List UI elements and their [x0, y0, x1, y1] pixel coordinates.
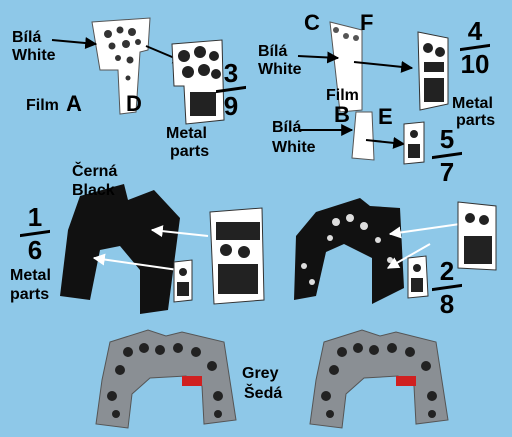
label-e: E — [378, 104, 393, 129]
label-a: A — [66, 91, 82, 116]
arrow-metal-to-black-1 — [150, 225, 209, 238]
film-panel-ad — [91, 17, 151, 115]
fraction-1-6-bottom: 6 — [27, 235, 43, 265]
label-b: B — [334, 102, 350, 127]
arrow-metal-to-black-3 — [388, 223, 461, 239]
label-d: D — [126, 91, 142, 116]
black-panel-1 — [60, 184, 180, 314]
metal-panel-3 — [171, 39, 225, 125]
film-panel-be — [351, 111, 375, 161]
metal-panel-small-right — [407, 255, 429, 299]
label-parts-tl: parts — [170, 143, 210, 160]
fraction-2-8-top: 2 — [439, 256, 455, 286]
arrow-metal-to-black-2 — [92, 253, 179, 271]
label-bila-tr: Bílá — [258, 43, 288, 60]
label-parts-ml: parts — [10, 286, 50, 303]
label-parts-tr: parts — [456, 112, 496, 129]
metal-panel-small-left — [173, 259, 193, 303]
arrow-to-metal-5 — [365, 136, 406, 149]
arrow-metal-to-black-4 — [386, 243, 431, 269]
metal-panel-5 — [403, 121, 425, 165]
label-black: Black — [72, 182, 115, 199]
label-white-tl: White — [12, 47, 56, 64]
black-panel-2 — [294, 198, 404, 304]
fraction-3-9-top: 3 — [223, 58, 239, 88]
label-film-tl: Film — [26, 97, 59, 114]
label-white-tr: White — [258, 61, 302, 78]
label-white-mr: White — [272, 139, 316, 156]
label-c: C — [304, 10, 320, 35]
label-metal-tr: Metal — [452, 95, 493, 112]
fraction-2-8: 2 8 — [432, 258, 462, 317]
arrow-white-c — [297, 51, 340, 64]
fraction-5-7: 5 7 — [432, 126, 462, 185]
film-panel-cf — [329, 21, 363, 113]
label-metal-ml: Metal — [10, 267, 51, 284]
fraction-4-10-bottom: 10 — [460, 49, 490, 79]
fraction-5-7-top: 5 — [439, 124, 455, 154]
metal-panel-4 — [417, 31, 449, 111]
arrow-to-metal-4 — [353, 60, 414, 73]
fraction-1-6: 1 6 — [20, 204, 50, 263]
arrow-white-a — [51, 37, 98, 49]
fraction-4-10: 4 10 — [460, 18, 490, 77]
fraction-1-6-top: 1 — [27, 202, 43, 232]
label-bila-mr: Bílá — [272, 119, 302, 136]
grey-panel-right — [309, 329, 449, 429]
fraction-4-10-top: 4 — [467, 16, 483, 46]
label-cerna: Černá — [72, 163, 118, 180]
fraction-5-7-bottom: 7 — [439, 157, 455, 187]
metal-panel-6 — [209, 207, 265, 305]
label-bila-tl: Bílá — [12, 29, 42, 46]
label-film-tr: Film — [326, 87, 359, 104]
label-f: F — [360, 10, 374, 35]
label-metal-tl: Metal — [166, 125, 207, 142]
fraction-3-9-bottom: 9 — [223, 91, 239, 121]
grey-panel-left — [95, 329, 237, 429]
label-grey: Grey — [242, 365, 279, 382]
fraction-3-9: 3 9 — [216, 60, 246, 119]
metal-panel-8 — [457, 201, 497, 271]
fraction-2-8-bottom: 8 — [439, 289, 455, 319]
label-seda: Šedá — [244, 385, 283, 402]
